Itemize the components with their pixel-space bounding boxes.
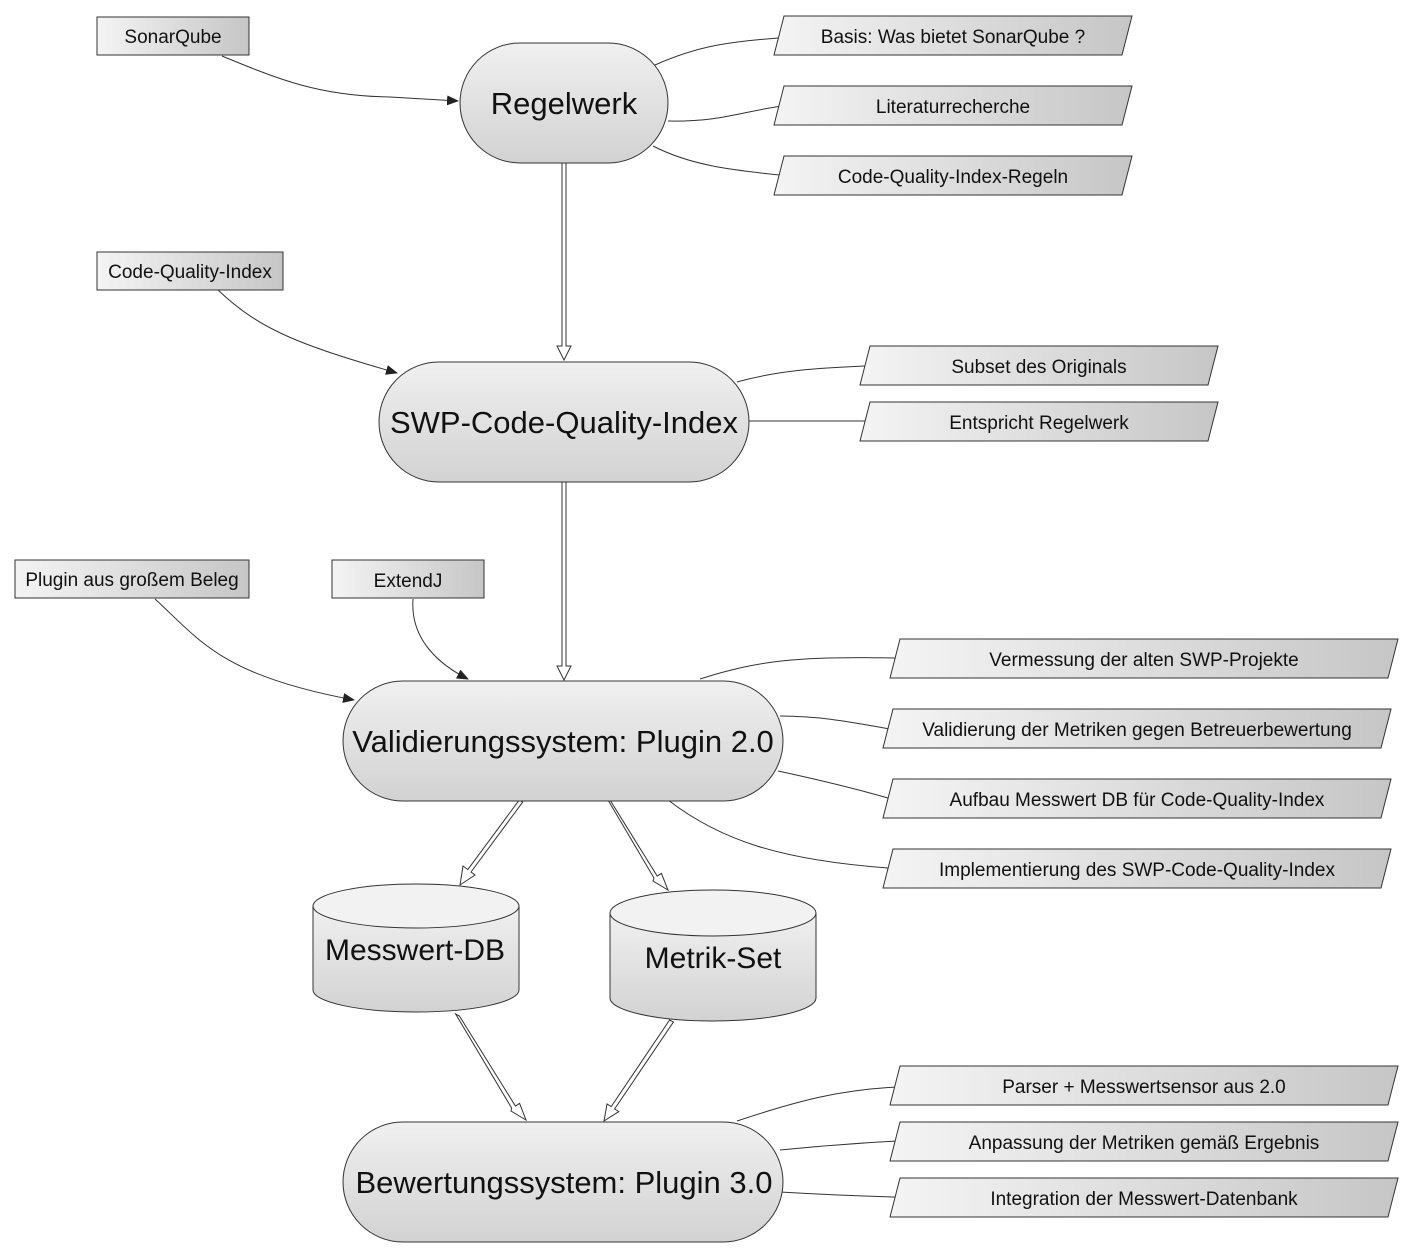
swp-to-validierung-arrow [556, 481, 572, 682]
node-swp-code-quality-index: SWP-Code-Quality-Index [378, 361, 750, 483]
note-connector [777, 770, 889, 799]
note-connector [652, 145, 781, 176]
note-label: Subset des Originals [951, 357, 1126, 378]
note-connector [667, 105, 783, 122]
note-box: Parser + Messwertsensor aus 2.0 [889, 1065, 1399, 1106]
connectors [154, 37, 898, 1198]
node-label: Bewertungssystem: Plugin 3.0 [356, 1165, 773, 1200]
node-bewertungssystem: Bewertungssystem: Plugin 3.0 [342, 1121, 784, 1243]
note-connector [736, 365, 866, 383]
note-label: Code-Quality-Index-Regeln [838, 167, 1068, 188]
source-label: SonarQube [124, 27, 221, 48]
messwertdb-to-bewertung-arrow [454, 1012, 527, 1122]
sonarqube-to-regelwerk-arrow [221, 55, 459, 106]
note-box: Vermessung der alten SWP-Projekte [889, 638, 1399, 679]
flow-arrows [454, 162, 675, 1123]
node-label: Regelwerk [491, 86, 638, 121]
source-box-plugin-beleg: Plugin aus großem Beleg [14, 559, 250, 599]
node-label: SWP-Code-Quality-Index [390, 405, 739, 440]
node-validierungssystem: Validierungssystem: Plugin 2.0 [342, 680, 784, 802]
source-label: Code-Quality-Index [108, 262, 272, 283]
note-label: Literaturrecherche [876, 97, 1030, 118]
note-label: Aufbau Messwert DB für Code-Quality-Inde… [950, 790, 1325, 811]
note-label: Implementierung des SWP-Code-Quality-Ind… [939, 860, 1336, 881]
note-label: Integration der Messwert-Datenbank [990, 1189, 1298, 1210]
node-label: Validierungssystem: Plugin 2.0 [352, 724, 774, 759]
note-label: Parser + Messwertsensor aus 2.0 [1002, 1077, 1286, 1098]
notes-swp-code-quality-index: Subset des Originals Entspricht Regelwer… [859, 345, 1219, 442]
note-connector [667, 799, 889, 869]
note-connector [779, 1140, 898, 1151]
notes-bewertungssystem: Parser + Messwertsensor aus 2.0 Anpassun… [889, 1065, 1399, 1218]
database-label: Messwert-DB [325, 934, 505, 967]
source-label: Plugin aus großem Beleg [25, 570, 238, 591]
note-box: Integration der Messwert-Datenbank [889, 1177, 1399, 1218]
note-box: Entspricht Regelwerk [859, 401, 1219, 442]
note-box: Literaturrecherche [773, 85, 1133, 126]
note-label: Anpassung der Metriken gemäß Ergebnis [969, 1133, 1320, 1154]
note-box: Validierung der Metriken gegen Betreuerb… [882, 708, 1392, 749]
database-messwert-db: Messwert-DB [312, 883, 520, 1013]
note-connector [654, 37, 779, 66]
source-label: ExtendJ [374, 571, 443, 592]
note-label: Validierung der Metriken gegen Betreuerb… [922, 720, 1352, 741]
validierung-to-messwertdb-arrow [459, 799, 524, 887]
note-connector [736, 1086, 898, 1122]
note-box: Anpassung der Metriken gemäß Ergebnis [889, 1121, 1399, 1162]
regelwerk-to-swp-arrow [556, 162, 572, 362]
source-box-code-quality-index: Code-Quality-Index [96, 251, 284, 291]
note-label: Entspricht Regelwerk [949, 413, 1129, 434]
database-label: Metrik-Set [645, 942, 782, 975]
note-box: Basis: Was bietet SonarQube ? [773, 15, 1133, 56]
plugin-beleg-to-validierung-arrow [154, 598, 355, 703]
notes-regelwerk: Basis: Was bietet SonarQube ? Literaturr… [773, 15, 1133, 196]
database-metrik-set: Metrik-Set [609, 889, 817, 1022]
validierung-to-metrikset-arrow [606, 798, 670, 892]
note-label: Basis: Was bietet SonarQube ? [821, 27, 1085, 48]
note-box: Subset des Originals [859, 345, 1219, 386]
note-connector [779, 1191, 896, 1198]
note-box: Code-Quality-Index-Regeln [773, 155, 1133, 196]
node-regelwerk: Regelwerk [459, 42, 669, 164]
notes-validierungssystem: Vermessung der alten SWP-Projekte Validi… [882, 638, 1399, 889]
cqi-to-swp-arrow [217, 289, 398, 375]
source-box-extendj: ExtendJ [331, 559, 485, 599]
note-label: Vermessung der alten SWP-Projekte [989, 650, 1298, 671]
metrikset-to-bewertung-arrow [603, 1019, 675, 1123]
extendj-to-validierung-arrow [412, 598, 469, 680]
note-box: Aufbau Messwert DB für Code-Quality-Inde… [882, 778, 1392, 819]
note-connector [699, 657, 898, 680]
note-box: Implementierung des SWP-Code-Quality-Ind… [882, 848, 1392, 889]
note-connector [779, 715, 891, 730]
source-box-sonarqube: SonarQube [96, 16, 250, 56]
